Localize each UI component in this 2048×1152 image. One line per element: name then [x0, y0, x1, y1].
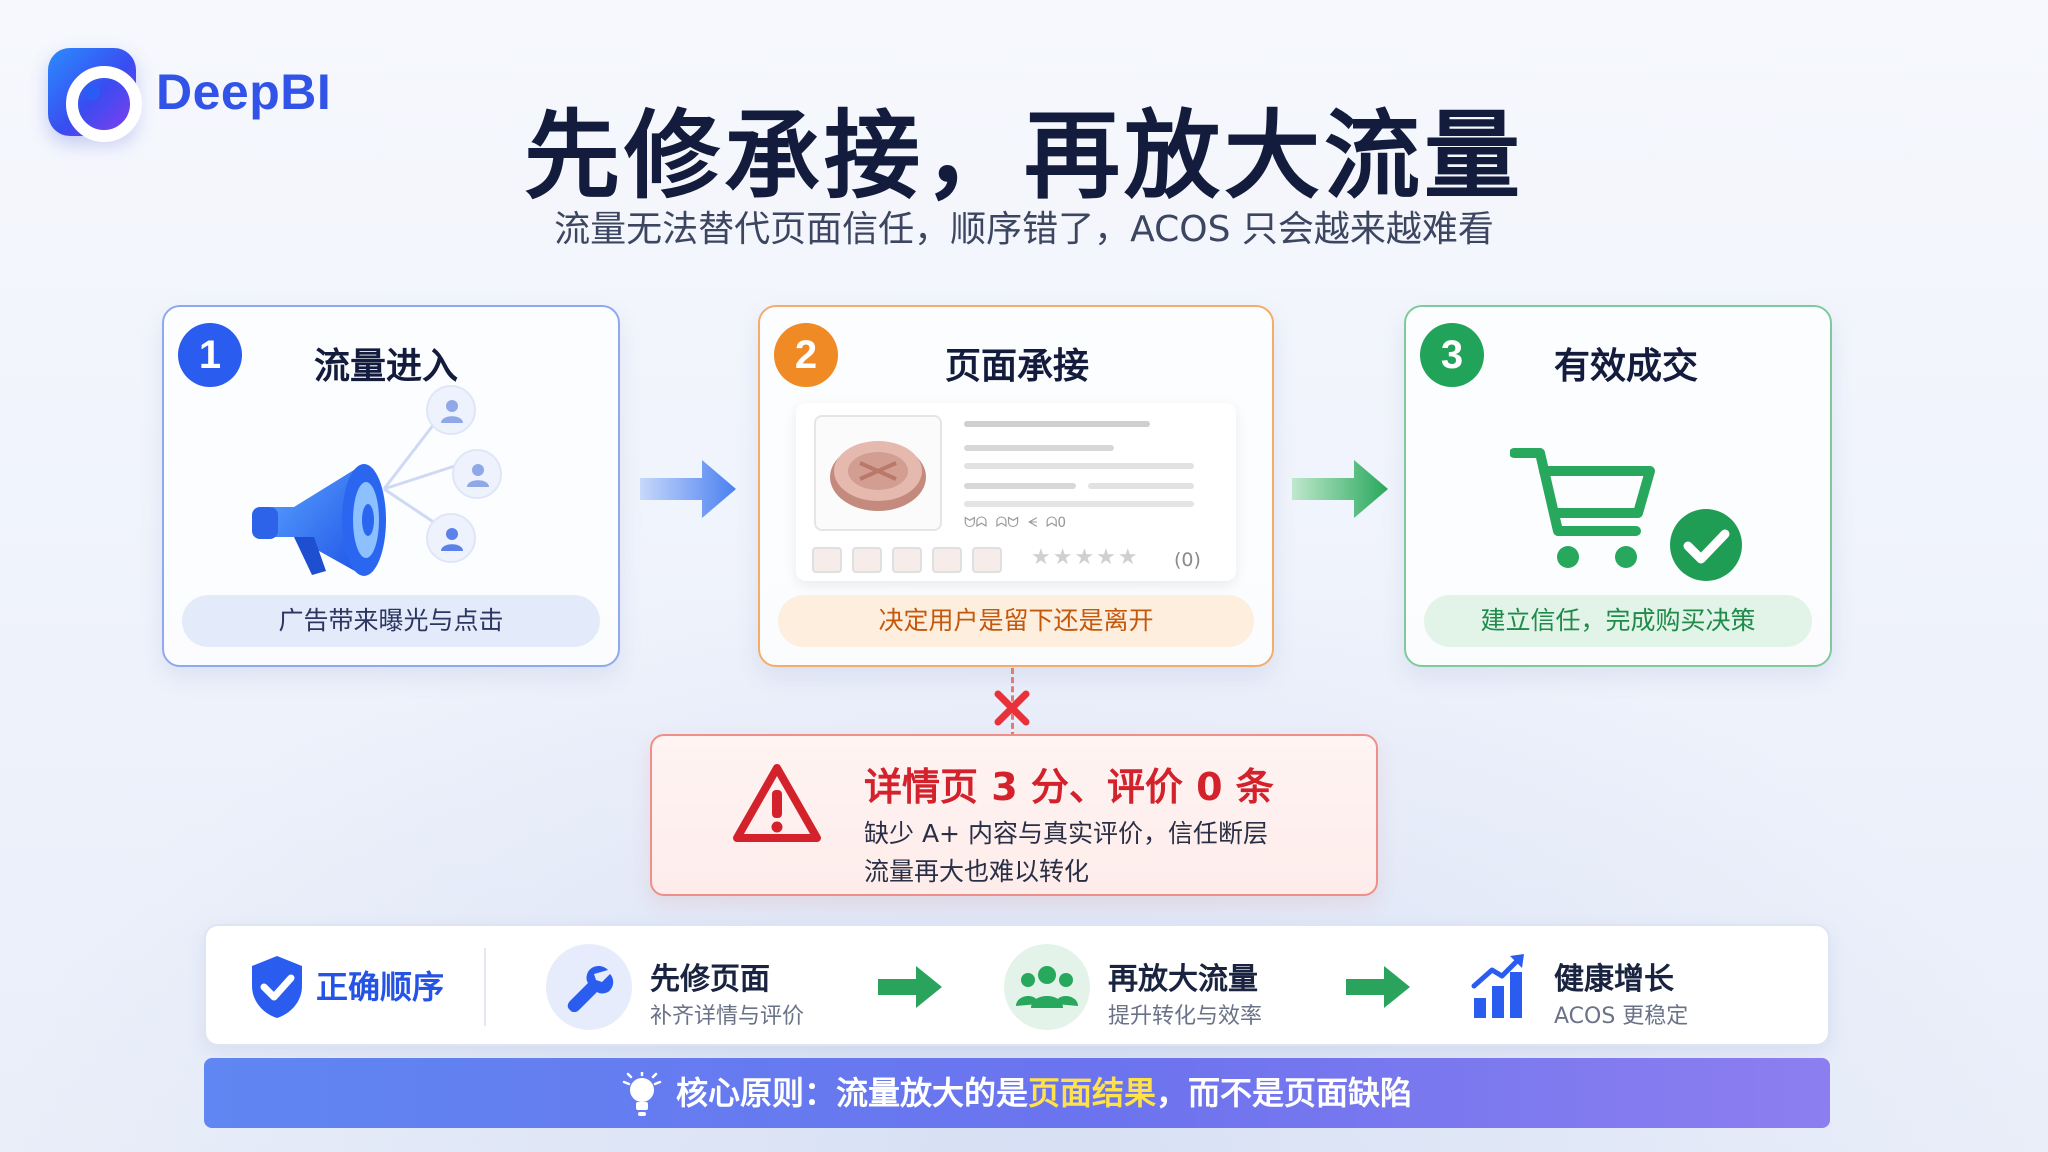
order-label: 正确顺序	[316, 968, 445, 1006]
arrow-right-icon	[878, 966, 942, 1008]
product-icon	[830, 441, 926, 511]
arrow-right-icon	[640, 460, 736, 518]
thumbnail	[812, 547, 842, 573]
brand-name: DeepBI	[156, 64, 332, 120]
megaphone-icon	[252, 464, 386, 576]
step-caption: 广告带来曝光与点击	[182, 595, 600, 647]
step-number-badge: 2	[774, 323, 838, 387]
brand-logo: DeepBI	[48, 48, 332, 142]
principle-prefix: 核心原则：流量放大的是	[675, 1074, 1028, 1112]
shield-check-icon	[252, 956, 302, 1018]
growth-chart-icon	[1471, 954, 1524, 1018]
lightbulb-icon	[622, 1072, 662, 1116]
order-step-subtitle: 提升转化与效率	[1108, 1004, 1263, 1029]
step-caption: 建立信任，完成购买决策	[1424, 595, 1812, 647]
deepbi-logo-icon	[48, 48, 142, 142]
x-mark-icon	[994, 690, 1030, 726]
step-card-conversion: 3 有效成交 建立信任，完成购买决策	[1404, 305, 1832, 667]
warning-triangle-icon	[733, 764, 821, 842]
warning-title: 详情页 3 分、评价 0 条	[864, 765, 1274, 809]
product-image	[814, 415, 942, 531]
order-step-subtitle: ACOS 更稳定	[1554, 1004, 1689, 1029]
review-count: (0)	[1174, 549, 1201, 571]
user-avatar-icon	[426, 513, 476, 563]
thumbnail	[892, 547, 922, 573]
step-number-badge: 1	[178, 323, 242, 387]
principle-suffix: ，而不是页面缺陷	[1156, 1074, 1413, 1112]
user-avatar-icon	[452, 449, 502, 499]
core-principle-banner: 核心原则：流量放大的是页面结果，而不是页面缺陷	[204, 1058, 1830, 1128]
check-circle-icon	[1670, 509, 1742, 581]
product-meta-text: ᗢᗣ ᗣᗢ ᗕ ᗣO	[964, 515, 1066, 531]
step-card-traffic: 1 流量进入 广告带来曝光与点击	[162, 305, 620, 667]
order-step-title: 再放大流量	[1108, 962, 1258, 997]
step-card-page: 2 页面承接 ᗢᗣ ᗣᗢ ᗕ ᗣO ★★★★★ (0) 决定用户是留下还是离开	[758, 305, 1274, 667]
step-title: 有效成交	[1554, 346, 1699, 387]
product-page-mockup: ᗢᗣ ᗣᗢ ᗕ ᗣO ★★★★★ (0)	[796, 403, 1236, 581]
page-title: 先修承接，再放大流量	[524, 100, 1524, 212]
users-group-icon	[1016, 966, 1078, 1008]
rating-stars: ★★★★★	[1031, 545, 1140, 570]
page-subtitle: 流量无法替代页面信任，顺序错了，ACOS 只会越来越难看	[554, 209, 1494, 250]
warning-text: 缺少 A+ 内容与真实评价，信任断层	[864, 819, 1268, 848]
order-step-subtitle: 补齐详情与评价	[650, 1004, 805, 1029]
step-caption: 决定用户是留下还是离开	[778, 595, 1254, 647]
order-step-title: 健康增长	[1554, 962, 1674, 997]
order-step-icon-bg	[546, 944, 632, 1030]
arrow-right-icon	[1346, 966, 1410, 1008]
warning-text: 流量再大也难以转化	[864, 857, 1090, 886]
thumbnail	[852, 547, 882, 573]
warning-box: 详情页 3 分、评价 0 条 缺少 A+ 内容与真实评价，信任断层 流量再大也难…	[650, 734, 1378, 896]
shopping-cart-icon	[1510, 448, 1655, 568]
arrow-right-icon	[1292, 460, 1388, 518]
order-step-icon-bg	[1004, 944, 1090, 1030]
order-step-title: 先修页面	[650, 962, 770, 997]
wrench-icon	[567, 966, 614, 1012]
correct-order-panel: 正确顺序 先修页面 补齐详情与评价 再放大流量 提升转化与效率 健康增长	[204, 924, 1830, 1046]
user-avatar-icon	[426, 385, 476, 435]
thumbnail	[932, 547, 962, 573]
divider	[484, 948, 486, 1026]
principle-highlight: 页面结果	[1027, 1074, 1156, 1112]
step-number-badge: 3	[1420, 323, 1484, 387]
step-title: 页面承接	[945, 346, 1090, 387]
step-title: 流量进入	[314, 346, 459, 387]
thumbnail	[972, 547, 1002, 573]
